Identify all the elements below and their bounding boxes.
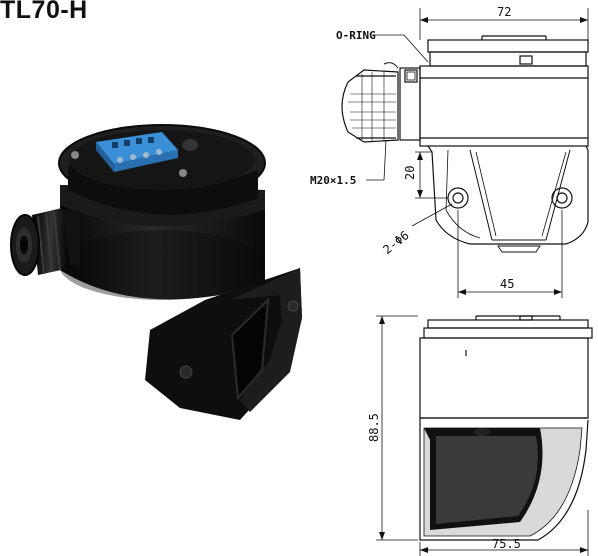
housing-body bbox=[58, 124, 266, 300]
mounting-bracket bbox=[145, 268, 302, 420]
top-view-drawing bbox=[341, 8, 589, 298]
dim-total-height: 88.5 bbox=[367, 413, 381, 442]
dim-base-width: 75.5 bbox=[492, 537, 521, 551]
side-view-drawing bbox=[376, 315, 593, 556]
dim-top-width: 72 bbox=[497, 5, 511, 19]
thread-label: M20×1.5 bbox=[310, 174, 356, 187]
terminal-block bbox=[96, 132, 178, 172]
o-ring-label: O-RING bbox=[336, 29, 376, 42]
dim-bracket-height: 20 bbox=[403, 166, 417, 180]
product-title: TL70-H bbox=[0, 0, 88, 24]
dim-hole-spacing: 45 bbox=[500, 277, 514, 291]
cable-gland bbox=[10, 208, 80, 276]
holes-label: 2-Φ6 bbox=[380, 228, 411, 257]
product-photo bbox=[10, 124, 302, 420]
